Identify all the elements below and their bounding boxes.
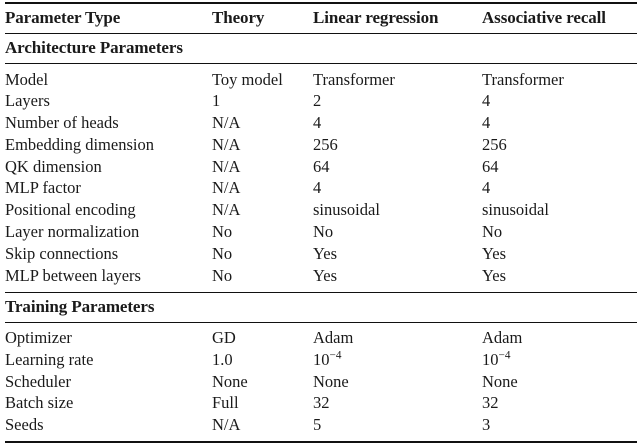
cell-parameter: Seeds <box>5 415 212 443</box>
cell-linear-regression: Yes <box>313 265 482 292</box>
cell-linear-regression: 32 <box>313 393 482 415</box>
cell-theory: 1 <box>212 91 313 113</box>
value-base: 10 <box>313 350 330 369</box>
value-base: 10 <box>482 350 499 369</box>
cell-linear-regression: Adam <box>313 322 482 349</box>
cell-associative-recall: No <box>482 221 637 243</box>
cell-parameter: MLP between layers <box>5 265 212 292</box>
column-header-associative-recall: Associative recall <box>482 3 637 34</box>
cell-theory: No <box>212 243 313 265</box>
cell-parameter: Number of heads <box>5 112 212 134</box>
column-header-parameter-type: Parameter Type <box>5 3 212 34</box>
cell-associative-recall: Yes <box>482 243 637 265</box>
cell-theory: None <box>212 371 313 393</box>
cell-associative-recall: 32 <box>482 393 637 415</box>
cell-linear-regression: sinusoidal <box>313 200 482 222</box>
cell-linear-regression: None <box>313 371 482 393</box>
cell-theory: Full <box>212 393 313 415</box>
table-row: Embedding dimension N/A 256 256 <box>5 134 637 156</box>
column-header-linear-regression: Linear regression <box>313 3 482 34</box>
cell-linear-regression: 10−4 <box>313 349 482 371</box>
cell-parameter: Skip connections <box>5 243 212 265</box>
value-exponent: −4 <box>330 349 342 361</box>
parameter-comparison-table: Parameter Type Theory Linear regression … <box>5 2 637 443</box>
table-body: Architecture Parameters Model Toy model … <box>5 34 637 443</box>
cell-associative-recall: 4 <box>482 112 637 134</box>
cell-theory: No <box>212 265 313 292</box>
cell-associative-recall: 4 <box>482 178 637 200</box>
cell-linear-regression: 64 <box>313 156 482 178</box>
section-title-training: Training Parameters <box>5 292 637 322</box>
cell-theory: No <box>212 221 313 243</box>
table-header: Parameter Type Theory Linear regression … <box>5 3 637 34</box>
table-row: Layer normalization No No No <box>5 221 637 243</box>
cell-parameter: Positional encoding <box>5 200 212 222</box>
table-row: Number of heads N/A 4 4 <box>5 112 637 134</box>
section-header-row-architecture: Architecture Parameters <box>5 34 637 64</box>
cell-parameter: MLP factor <box>5 178 212 200</box>
cell-theory: N/A <box>212 156 313 178</box>
cell-linear-regression: 5 <box>313 415 482 443</box>
table-row: Optimizer GD Adam Adam <box>5 322 637 349</box>
cell-parameter: Model <box>5 64 212 91</box>
table-row: Learning rate 1.0 10−4 10−4 <box>5 349 637 371</box>
cell-parameter: Optimizer <box>5 322 212 349</box>
cell-theory: 1.0 <box>212 349 313 371</box>
cell-parameter: Layer normalization <box>5 221 212 243</box>
cell-parameter: Scheduler <box>5 371 212 393</box>
cell-associative-recall: Yes <box>482 265 637 292</box>
cell-theory: N/A <box>212 200 313 222</box>
table-row: Positional encoding N/A sinusoidal sinus… <box>5 200 637 222</box>
cell-associative-recall: 256 <box>482 134 637 156</box>
cell-associative-recall: None <box>482 371 637 393</box>
cell-linear-regression: 256 <box>313 134 482 156</box>
cell-linear-regression: No <box>313 221 482 243</box>
table-row: Seeds N/A 5 3 <box>5 415 637 443</box>
cell-associative-recall: 3 <box>482 415 637 443</box>
cell-theory: N/A <box>212 134 313 156</box>
cell-parameter: Learning rate <box>5 349 212 371</box>
cell-associative-recall: 64 <box>482 156 637 178</box>
cell-linear-regression: 4 <box>313 178 482 200</box>
table-row: MLP between layers No Yes Yes <box>5 265 637 292</box>
cell-theory: N/A <box>212 178 313 200</box>
cell-parameter: Embedding dimension <box>5 134 212 156</box>
table-row: Layers 1 2 4 <box>5 91 637 113</box>
table-row: Model Toy model Transformer Transformer <box>5 64 637 91</box>
cell-linear-regression: Yes <box>313 243 482 265</box>
cell-linear-regression: 4 <box>313 112 482 134</box>
cell-theory: Toy model <box>212 64 313 91</box>
table-row: MLP factor N/A 4 4 <box>5 178 637 200</box>
cell-associative-recall: sinusoidal <box>482 200 637 222</box>
cell-associative-recall: Transformer <box>482 64 637 91</box>
table-row: Skip connections No Yes Yes <box>5 243 637 265</box>
column-header-theory: Theory <box>212 3 313 34</box>
cell-linear-regression: Transformer <box>313 64 482 91</box>
section-header-row-training: Training Parameters <box>5 292 637 322</box>
cell-theory: N/A <box>212 415 313 443</box>
cell-parameter: Batch size <box>5 393 212 415</box>
cell-associative-recall: Adam <box>482 322 637 349</box>
parameter-table-container: Parameter Type Theory Linear regression … <box>5 2 637 443</box>
section-title-architecture: Architecture Parameters <box>5 34 637 64</box>
table-header-row: Parameter Type Theory Linear regression … <box>5 3 637 34</box>
cell-theory: N/A <box>212 112 313 134</box>
cell-associative-recall: 10−4 <box>482 349 637 371</box>
table-row: Scheduler None None None <box>5 371 637 393</box>
cell-linear-regression: 2 <box>313 91 482 113</box>
table-row: Batch size Full 32 32 <box>5 393 637 415</box>
cell-parameter: Layers <box>5 91 212 113</box>
value-exponent: −4 <box>499 349 511 361</box>
cell-associative-recall: 4 <box>482 91 637 113</box>
cell-theory: GD <box>212 322 313 349</box>
cell-parameter: QK dimension <box>5 156 212 178</box>
table-row: QK dimension N/A 64 64 <box>5 156 637 178</box>
